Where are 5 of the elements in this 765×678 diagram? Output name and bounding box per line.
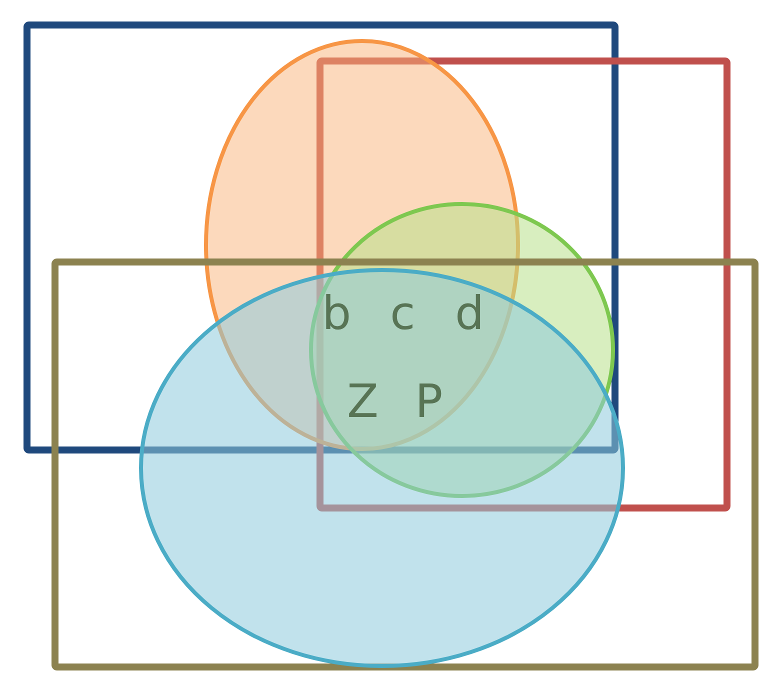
region-label: P: [415, 376, 443, 426]
region-label: Z: [347, 376, 379, 426]
region-label: d: [455, 288, 484, 338]
region-label: c: [390, 288, 416, 338]
region-label: b: [322, 288, 352, 338]
